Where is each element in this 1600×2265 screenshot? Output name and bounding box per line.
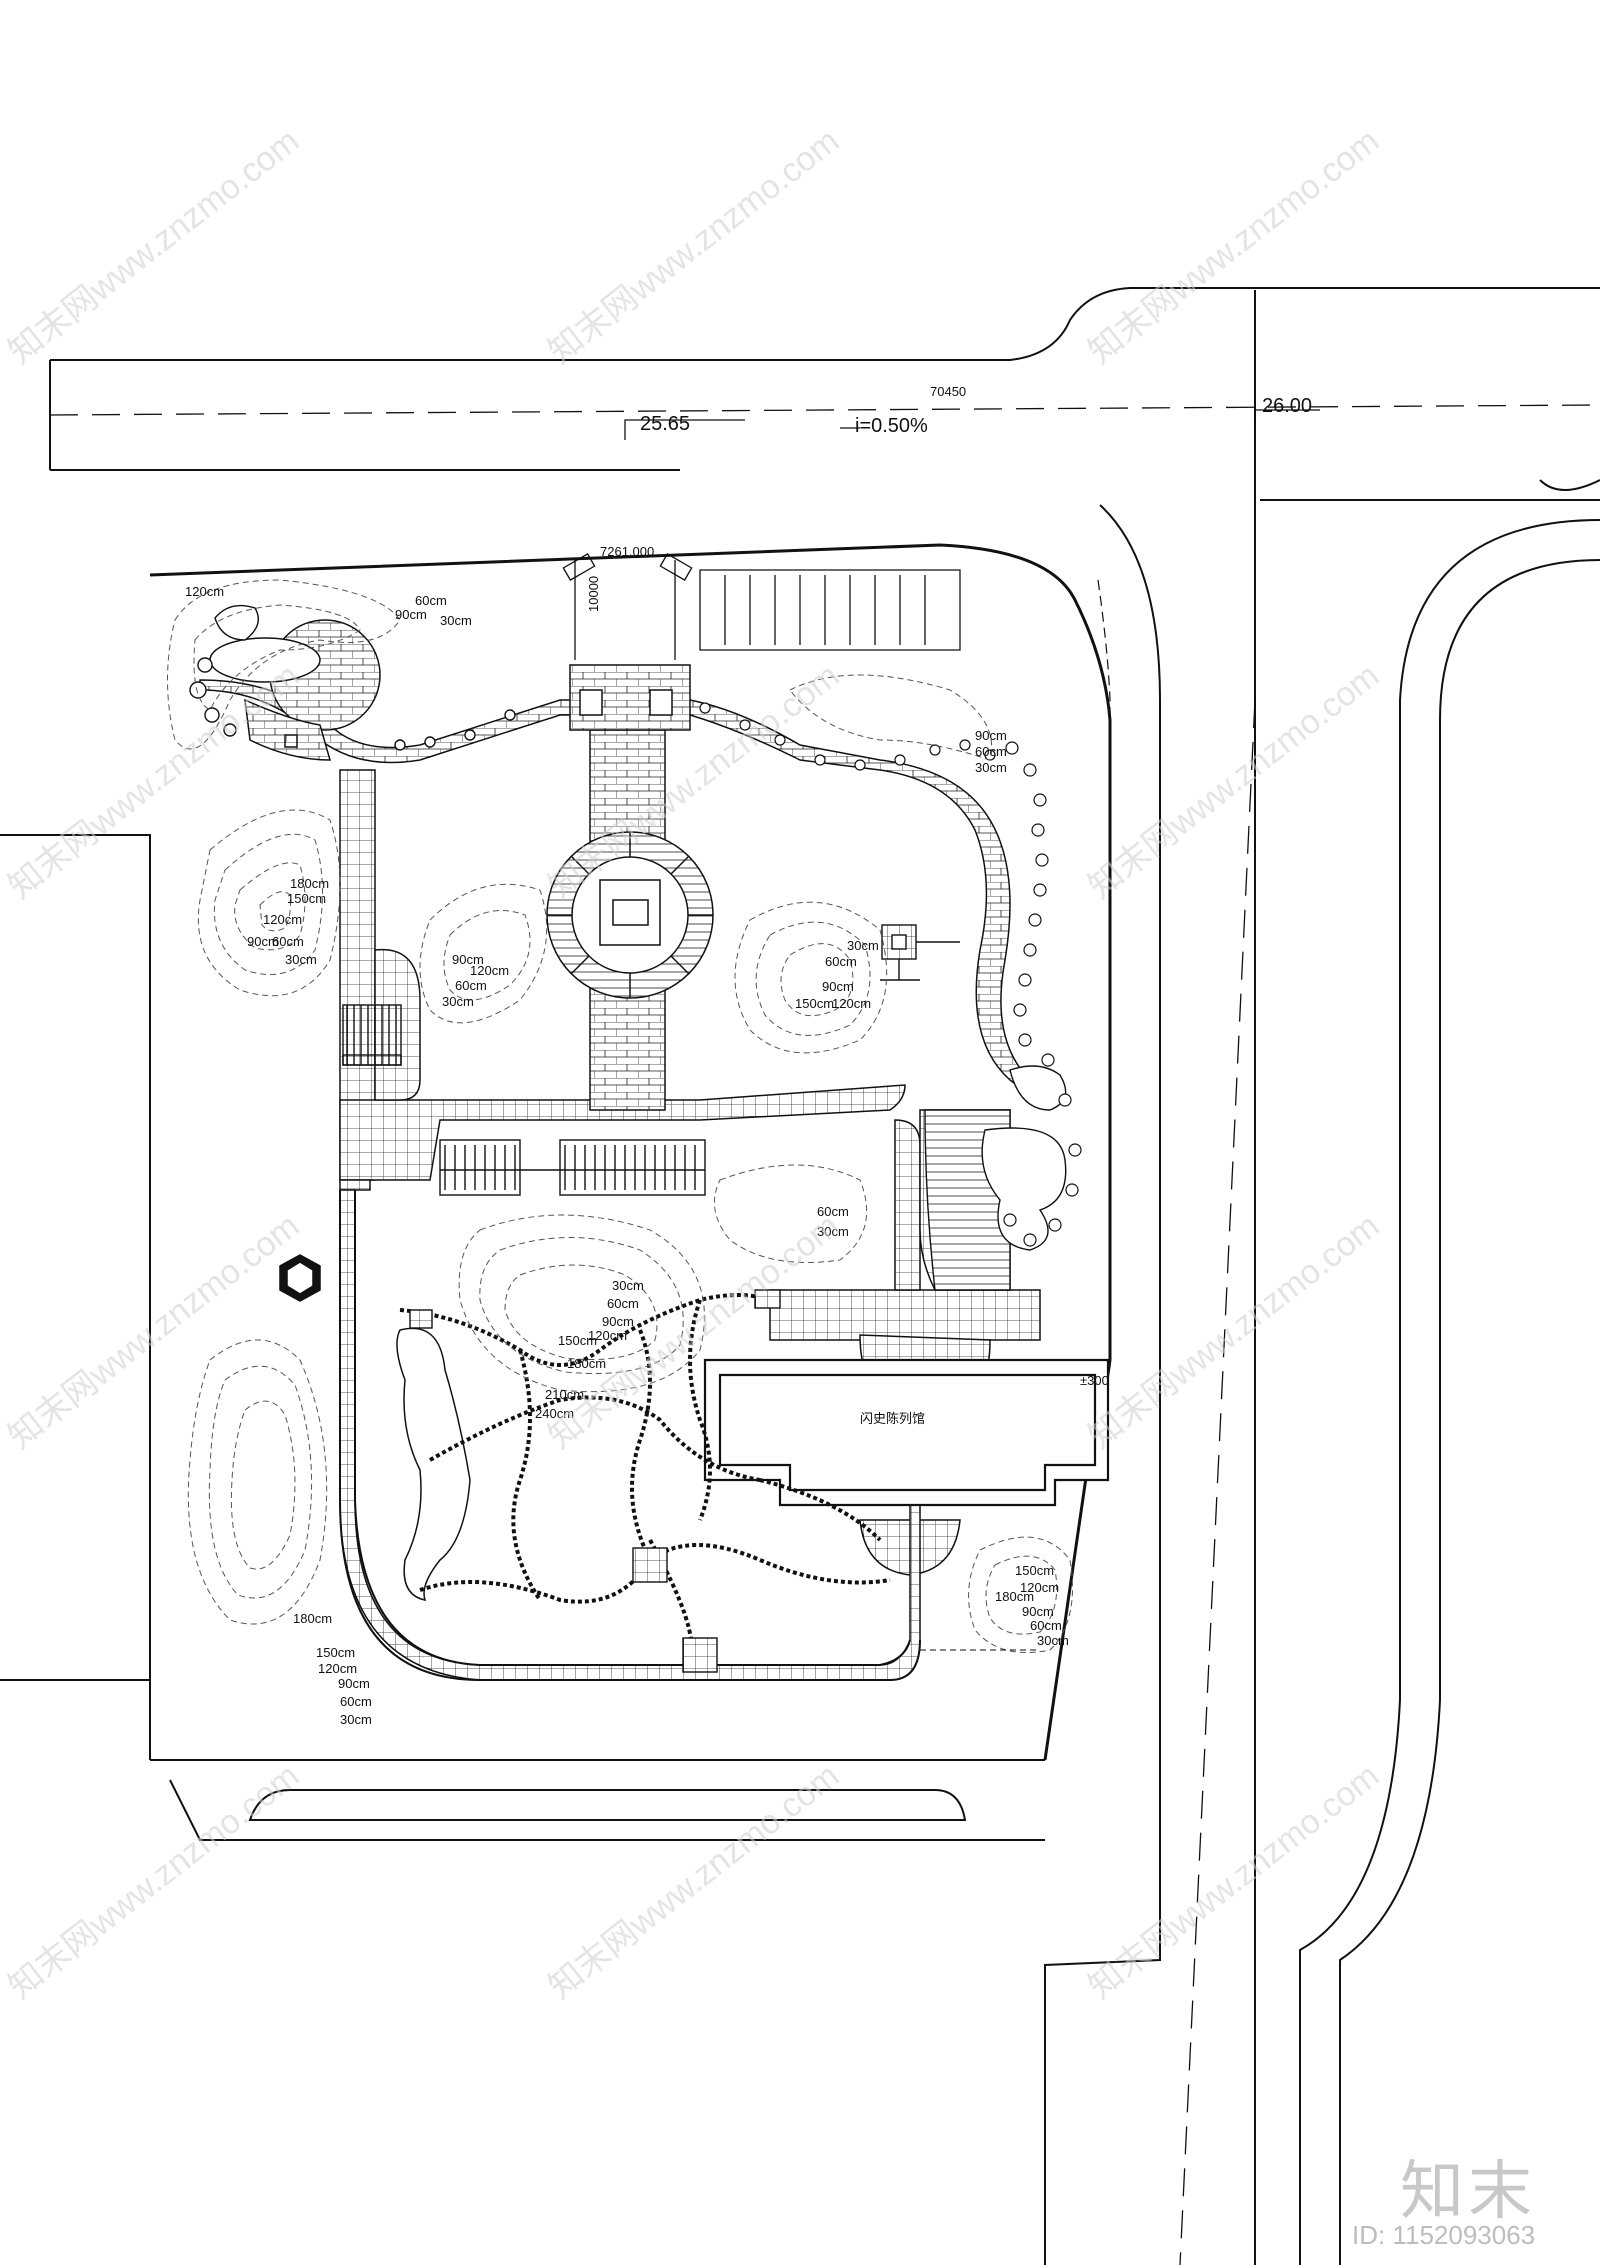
contour-labels-mid: 60cm 30cm bbox=[817, 1204, 849, 1239]
svg-text:90cm: 90cm bbox=[452, 952, 484, 967]
svg-text:30cm: 30cm bbox=[847, 938, 879, 953]
svg-text:知末网www.znzmo.com: 知末网www.znzmo.com bbox=[1082, 1207, 1387, 1457]
entry-plaza bbox=[569, 664, 691, 731]
svg-text:90cm: 90cm bbox=[602, 1314, 634, 1329]
elevation-markers bbox=[624, 409, 1320, 440]
road-network bbox=[0, 287, 1600, 2265]
svg-text:知末网www.znzmo.com: 知末网www.znzmo.com bbox=[1082, 122, 1387, 372]
svg-text:30cm: 30cm bbox=[440, 613, 472, 628]
contour-labels-sw: 180cm 150cm 120cm 90cm 60cm 30cm bbox=[293, 1611, 372, 1727]
pergolas bbox=[342, 1004, 706, 1196]
svg-text:150cm: 150cm bbox=[316, 1645, 355, 1660]
svg-text:150cm: 150cm bbox=[558, 1333, 597, 1348]
slope-label: i=0.50% bbox=[855, 415, 928, 437]
svg-text:30cm: 30cm bbox=[340, 1712, 372, 1727]
entrance-width-dim: 10000 bbox=[586, 576, 601, 612]
svg-text:30cm: 30cm bbox=[817, 1224, 849, 1239]
svg-text:210cm: 210cm bbox=[545, 1387, 584, 1402]
contour-labels-w: 180cm 150cm 120cm 90cm 60cm 30cm bbox=[247, 876, 329, 967]
svg-text:30cm: 30cm bbox=[975, 760, 1007, 775]
svg-text:120cm: 120cm bbox=[263, 912, 302, 927]
svg-text:120cm: 120cm bbox=[588, 1328, 627, 1343]
road-centerlines bbox=[49, 404, 1600, 2265]
road-length-dim: 70450 bbox=[930, 384, 966, 399]
walkway-outline bbox=[339, 1190, 921, 1681]
svg-text:120cm: 120cm bbox=[318, 1661, 357, 1676]
image-id-label: ID: 1152093063 bbox=[1352, 2220, 1536, 2250]
nw-plaza bbox=[209, 619, 381, 761]
contour-labels-nw: 120cm 60cm 90cm 30cm bbox=[185, 584, 472, 628]
svg-text:知末网www.znzmo.com: 知末网www.znzmo.com bbox=[2, 122, 307, 372]
svg-text:60cm: 60cm bbox=[272, 934, 304, 949]
east-pond-deck bbox=[924, 1065, 1067, 1291]
svg-text:30cm: 30cm bbox=[612, 1278, 644, 1293]
svg-text:180cm: 180cm bbox=[995, 1589, 1034, 1604]
east-rock-chain bbox=[699, 702, 1082, 1247]
building-name: 闪史陈列馆 bbox=[860, 1411, 925, 1426]
svg-text:60cm: 60cm bbox=[607, 1296, 639, 1311]
svg-text:60cm: 60cm bbox=[817, 1204, 849, 1219]
svg-text:90cm: 90cm bbox=[822, 979, 854, 994]
square-pavilion bbox=[880, 924, 960, 981]
svg-text:90cm: 90cm bbox=[1022, 1604, 1054, 1619]
contour-labels-ne: 90cm 60cm 30cm bbox=[975, 728, 1007, 775]
svg-text:知末网www.znzmo.com: 知末网www.znzmo.com bbox=[2, 657, 307, 907]
elevation-right: 26.00 bbox=[1262, 395, 1312, 417]
rockery-nw bbox=[189, 604, 516, 751]
svg-text:60cm: 60cm bbox=[1030, 1618, 1062, 1633]
svg-text:知末网www.znzmo.com: 知末网www.znzmo.com bbox=[1082, 657, 1387, 907]
entrance-side-dim: 7261.000 bbox=[600, 544, 654, 559]
svg-text:知末网www.znzmo.com: 知末网www.znzmo.com bbox=[542, 1757, 847, 2007]
parking-stalls bbox=[699, 569, 961, 651]
watermark-layer: 知末网www.znzmo.com 知末网www.znzmo.com 知末网www… bbox=[2, 122, 1387, 2007]
contour-labels-se: 150cm 120cm 180cm 90cm 60cm 30cm bbox=[995, 1563, 1069, 1648]
exhibition-building bbox=[703, 1358, 1110, 1507]
svg-text:30cm: 30cm bbox=[285, 952, 317, 967]
building-elevation-tag: ±300 bbox=[1080, 1373, 1109, 1388]
svg-text:180cm: 180cm bbox=[567, 1356, 606, 1371]
contour-lines bbox=[167, 579, 1073, 1653]
hexagon-pavilion bbox=[279, 1254, 321, 1302]
svg-text:150cm: 150cm bbox=[287, 891, 326, 906]
svg-text:知末网www.znzmo.com: 知末网www.znzmo.com bbox=[2, 1757, 307, 2007]
central-circular-plaza bbox=[546, 831, 714, 999]
svg-text:180cm: 180cm bbox=[290, 876, 329, 891]
svg-text:知末网www.znzmo.com: 知末网www.znzmo.com bbox=[542, 122, 847, 372]
contour-labels-hill: 30cm 60cm 90cm 120cm 150cm 180cm 210cm 2… bbox=[535, 1278, 644, 1421]
svg-text:60cm: 60cm bbox=[455, 978, 487, 993]
svg-text:知末网www.znzmo.com: 知末网www.znzmo.com bbox=[2, 1207, 307, 1457]
svg-text:120cm: 120cm bbox=[185, 584, 224, 599]
svg-text:120cm: 120cm bbox=[470, 963, 509, 978]
elevation-left: 25.65 bbox=[640, 413, 690, 435]
contour-labels-e: 30cm 60cm 90cm 150cm 120cm bbox=[795, 938, 879, 1011]
svg-text:30cm: 30cm bbox=[442, 994, 474, 1009]
stone-pads bbox=[409, 1289, 781, 1673]
svg-text:30cm: 30cm bbox=[1037, 1633, 1069, 1648]
svg-text:150cm: 150cm bbox=[1015, 1563, 1054, 1578]
contour-labels-c: 90cm 120cm 60cm 30cm bbox=[442, 952, 509, 1009]
svg-text:60cm: 60cm bbox=[415, 593, 447, 608]
svg-text:90cm: 90cm bbox=[338, 1676, 370, 1691]
svg-text:240cm: 240cm bbox=[535, 1406, 574, 1421]
svg-text:180cm: 180cm bbox=[293, 1611, 332, 1626]
svg-text:60cm: 60cm bbox=[825, 954, 857, 969]
svg-text:120cm: 120cm bbox=[1020, 1580, 1059, 1595]
svg-text:150cm: 150cm bbox=[795, 996, 834, 1011]
svg-text:90cm: 90cm bbox=[247, 934, 279, 949]
svg-text:90cm: 90cm bbox=[395, 607, 427, 622]
svg-text:60cm: 60cm bbox=[975, 744, 1007, 759]
svg-text:60cm: 60cm bbox=[340, 1694, 372, 1709]
brand-logo-text: 知末 bbox=[1400, 2155, 1536, 2229]
south-stream bbox=[396, 1327, 471, 1601]
svg-text:120cm: 120cm bbox=[832, 996, 871, 1011]
svg-text:90cm: 90cm bbox=[975, 728, 1007, 743]
entrance-gate bbox=[562, 553, 693, 660]
